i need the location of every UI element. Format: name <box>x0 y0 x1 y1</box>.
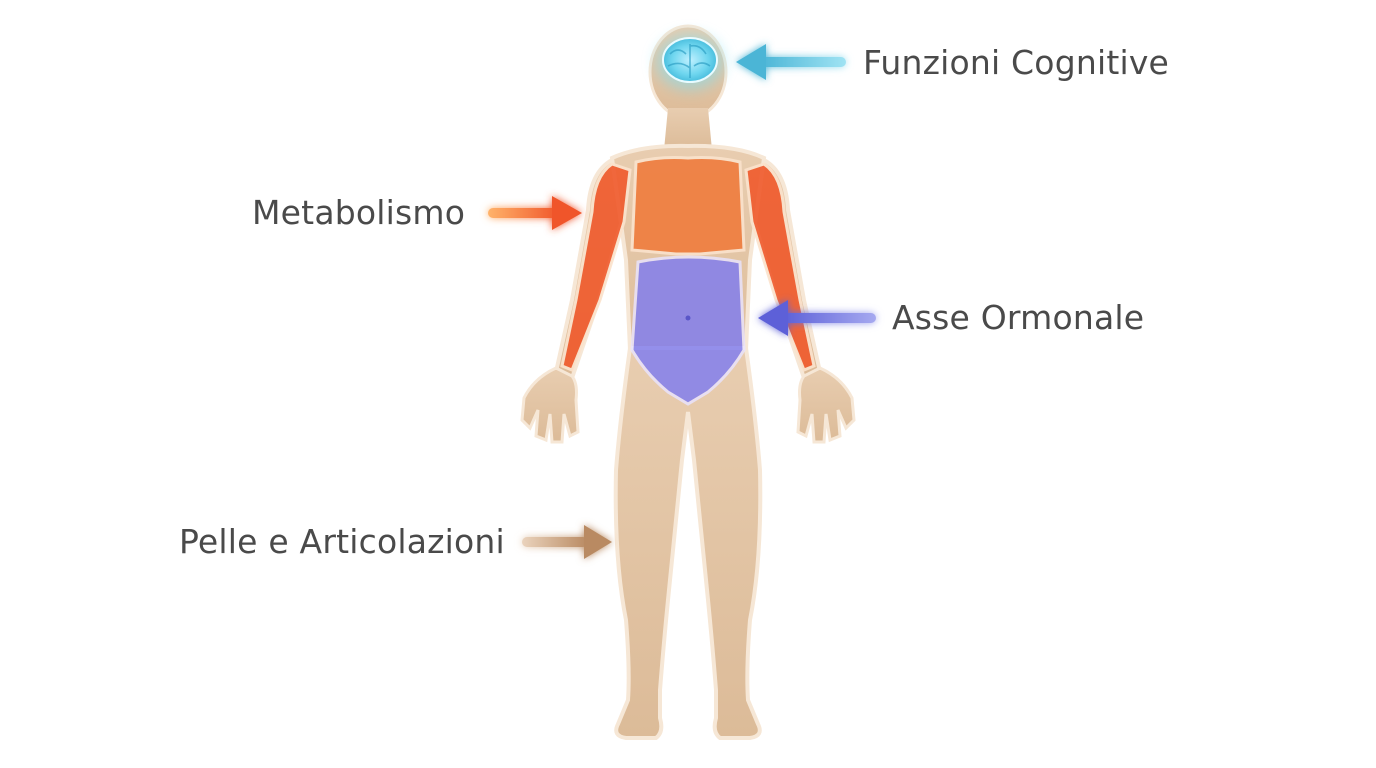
label-skin-joints: Pelle e Articolazioni <box>179 522 505 561</box>
arrow-metabolism-icon <box>488 196 582 230</box>
label-cognitive-functions: Funzioni Cognitive <box>863 43 1170 82</box>
hormonal-region <box>630 255 746 406</box>
brain-icon <box>656 34 724 90</box>
label-hormonal-axis: Asse Ormonale <box>892 298 1145 337</box>
arrow-cognitive-icon <box>736 44 846 80</box>
arrow-skin-icon <box>522 525 612 559</box>
label-metabolism: Metabolismo <box>252 193 466 232</box>
arrow-hormonal-icon <box>758 300 876 336</box>
